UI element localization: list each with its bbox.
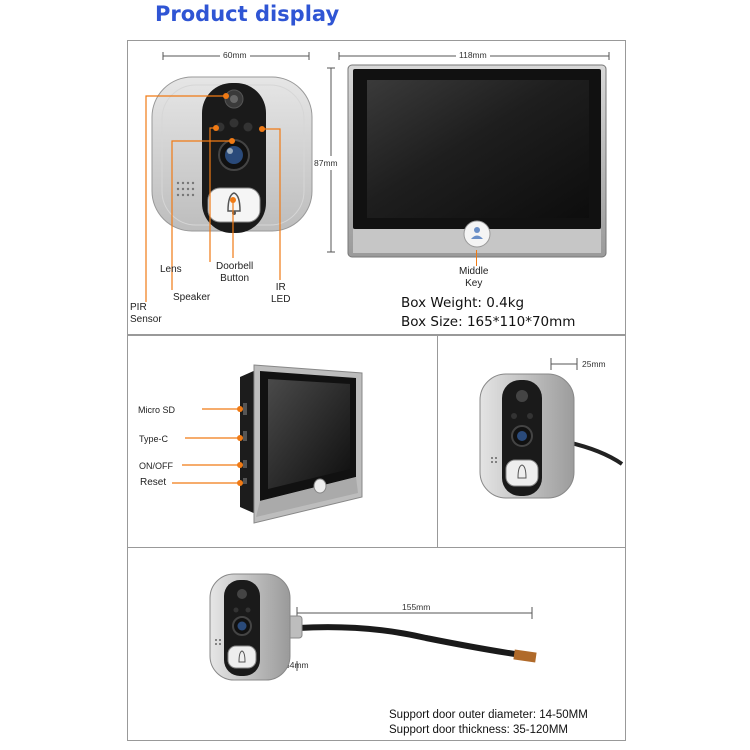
- label-doorbell-button: Doorbell Button: [216, 261, 254, 284]
- page-title: Product display: [155, 2, 340, 26]
- camera-unit-with-cable: [209, 573, 537, 681]
- monitor-front: [347, 64, 607, 258]
- camera-unit-front: [151, 76, 313, 233]
- dim-width-camera: 60mm: [220, 50, 250, 60]
- monitor-side-view: [240, 364, 363, 524]
- label-on-off: ON/OFF: [139, 461, 173, 471]
- label-type-c: Type-C: [139, 434, 169, 444]
- box-size: Box Size: 165*110*70mm: [401, 314, 576, 330]
- support-door-thickness: Support door thickness: 35-120MM: [389, 724, 568, 736]
- dim-height-camera: 87mm: [314, 156, 338, 170]
- label-speaker: Speaker: [173, 292, 211, 303]
- label-pir-sensor: PIR Sensor: [130, 302, 162, 325]
- dim-cable-length: 155mm: [399, 602, 434, 612]
- dim-depth: 25mm: [582, 359, 606, 369]
- label-ir-led: IR LED: [271, 282, 291, 305]
- camera-unit-angled: [479, 373, 624, 499]
- label-middle-key: Middle Key: [459, 266, 489, 289]
- dim-width-monitor: 118mm: [456, 50, 490, 60]
- box-weight: Box Weight: 0.4kg: [401, 295, 525, 311]
- label-reset: Reset: [140, 477, 167, 488]
- support-outer-diameter: Support door outer diameter: 14-50MM: [389, 709, 588, 721]
- label-lens: Lens: [160, 264, 182, 275]
- dim-barrel-length: 34mm: [285, 660, 309, 670]
- callout-middle-key: [476, 250, 478, 266]
- label-micro-sd: Micro SD: [138, 405, 176, 415]
